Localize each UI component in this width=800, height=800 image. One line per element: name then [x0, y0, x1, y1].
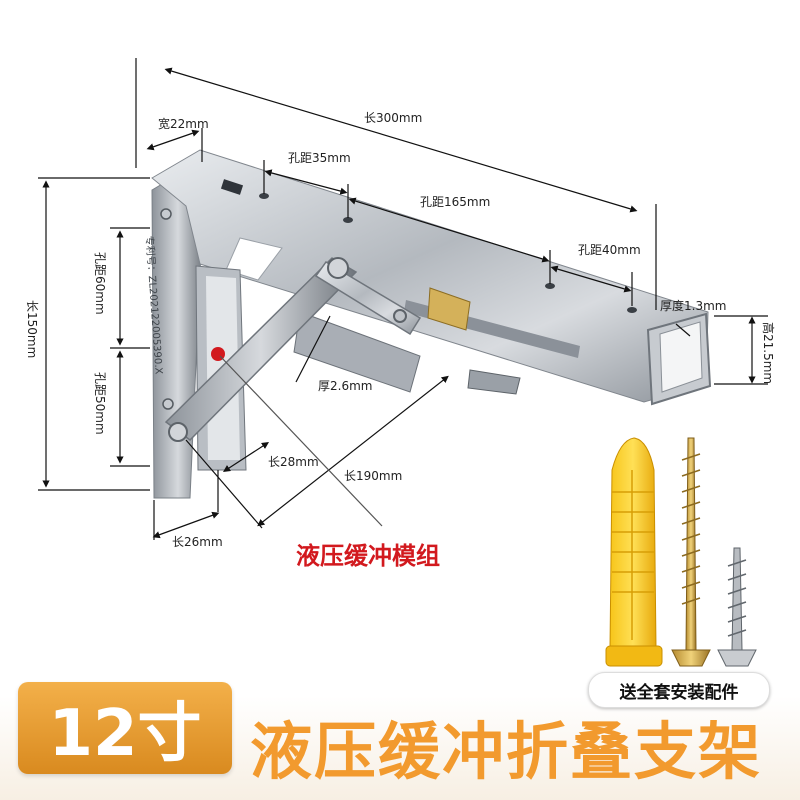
dim-thickness-channel: 厚度1.3mm — [660, 298, 726, 313]
size-badge-text: 12寸 — [48, 697, 202, 771]
bracket — [151, 149, 712, 499]
dim-hole-50: 孔距50mm — [93, 372, 107, 435]
dim-len-26: 长26mm — [172, 535, 223, 549]
accessory-tag: 送全套安装配件 — [588, 672, 770, 708]
dim-width: 宽22mm — [158, 116, 209, 131]
dim-hole-60: 孔距60mm — [93, 252, 107, 315]
short-screw — [717, 547, 757, 667]
hydraulic-module-callout: 液压缓冲模组 — [296, 542, 440, 570]
folding-arm — [164, 257, 422, 442]
dim-length-total: 长300mm — [364, 111, 422, 125]
product-title: 液压缓冲折叠支架 — [250, 715, 763, 788]
dim-hole-35: 孔距35mm — [288, 151, 351, 165]
wall-anchor — [605, 437, 663, 667]
callout-leader — [211, 347, 383, 527]
dim-thickness-arm: 厚2.6mm — [318, 379, 372, 393]
long-screw — [671, 437, 711, 667]
accessories — [605, 437, 757, 667]
dimension-lines — [38, 58, 768, 540]
dim-hole-165: 孔距165mm — [420, 195, 490, 209]
dimension-labels: 宽22mm 长300mm 孔距35mm 孔距165mm 孔距40mm 厚度1.3… — [25, 111, 776, 549]
size-badge: 12寸 — [18, 682, 232, 774]
dim-hole-40: 孔距40mm — [578, 243, 641, 257]
dim-len-190: 长190mm — [344, 469, 402, 483]
dim-height-channel: 高21.5mm — [761, 322, 776, 384]
dim-len-28: 长28mm — [268, 455, 319, 469]
dim-height-total: 长150mm — [25, 300, 39, 358]
